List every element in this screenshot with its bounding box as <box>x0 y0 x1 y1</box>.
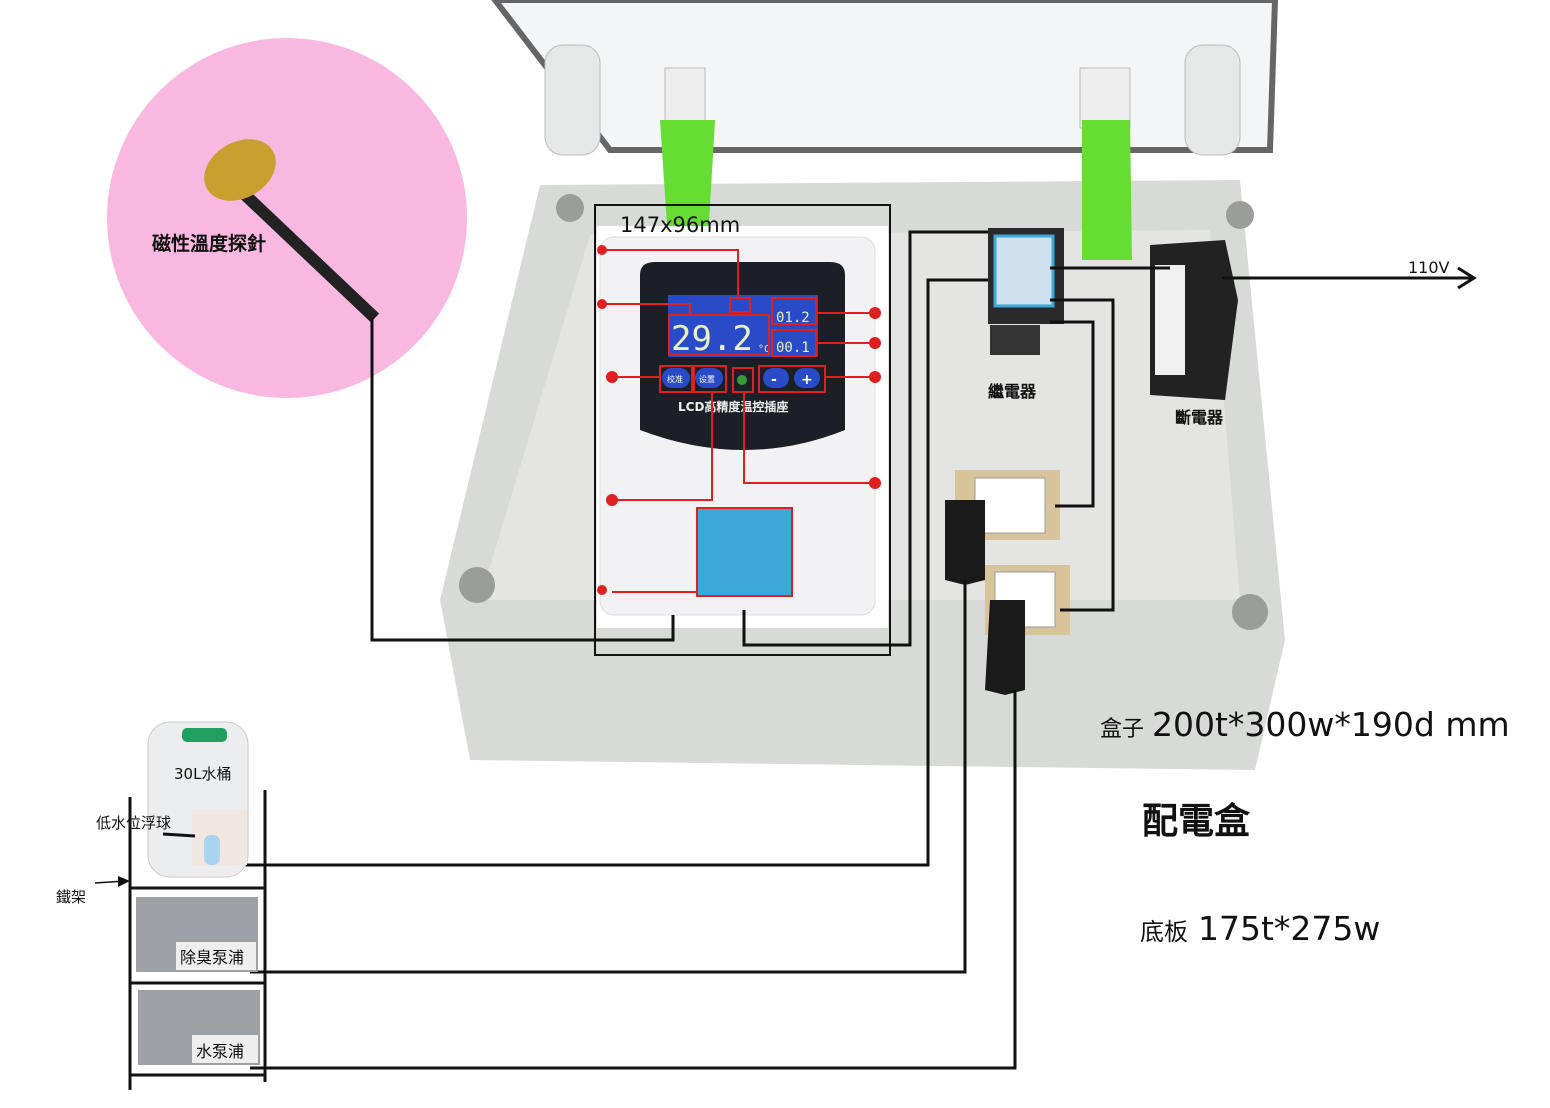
diagram-shape <box>612 392 713 501</box>
diagram-shape <box>182 728 227 742</box>
lcd-start-temp: 00.1 <box>776 340 810 356</box>
probe-label: 磁性溫度探針 <box>152 232 266 255</box>
controller-btn_plus: + <box>801 372 813 388</box>
diagram-shape <box>664 67 706 129</box>
diagram-shape <box>192 1035 258 1063</box>
output-socket <box>696 507 793 597</box>
diagram-shape <box>1226 201 1254 229</box>
diagram-shape <box>729 297 751 313</box>
controller-btn_set: 设置 <box>699 374 715 384</box>
diagram-shape <box>771 297 817 325</box>
wires <box>205 230 1115 1070</box>
lid-clip-left <box>660 67 715 240</box>
controller-size-label: 147x96mm <box>620 213 740 237</box>
diagram-shape <box>1232 594 1268 630</box>
lcd-screen <box>668 295 818 357</box>
base-size: 175t*275w <box>1198 909 1380 948</box>
diagram-shape <box>660 120 715 240</box>
temperature-controller: 29.2 °C 01.2 00.1 校准 设置 - + LCD高精度温控插座 <box>597 226 888 628</box>
diagram-shape <box>869 337 881 349</box>
diagram-shape <box>370 318 675 642</box>
diagram-shape <box>758 365 826 393</box>
diagram-shape <box>869 371 881 383</box>
enclosure-lid <box>491 0 1279 156</box>
diagram-shape <box>869 307 881 319</box>
status-led <box>737 375 747 385</box>
box-title: 配電盒 <box>1142 801 1251 842</box>
deodorant-pump-label: 除臭泵浦 <box>180 948 244 967</box>
water-pump-label: 水泵浦 <box>196 1042 244 1061</box>
rack-float: 低水位浮球 <box>96 814 171 832</box>
rack-frame: 鐵架 <box>56 888 86 906</box>
diagram-shape <box>250 690 1017 1070</box>
lid-clip-right <box>1079 67 1132 260</box>
calibrate-button <box>662 368 690 388</box>
probe-background <box>107 38 467 398</box>
plug-1 <box>945 500 985 585</box>
diagram-shape <box>743 392 875 484</box>
diagram-shape <box>1155 265 1185 375</box>
diagram-shape <box>491 0 1279 153</box>
power-label: 110V <box>1408 258 1450 277</box>
diagram-shape <box>668 314 770 356</box>
diagram-shape <box>459 567 495 603</box>
diagram-shape <box>869 477 881 489</box>
diagram-shape <box>597 299 607 309</box>
diagram-shape <box>993 234 1055 308</box>
lcd-unit: °C <box>758 344 770 355</box>
controller-btn_calibrate: 校准 <box>667 374 683 384</box>
plus-button <box>794 368 820 388</box>
diagram-shape <box>1050 298 1115 612</box>
diagram-shape <box>204 835 220 865</box>
probe-magnet-head <box>204 139 276 201</box>
temperature-probe: 磁性溫度探針 <box>107 38 467 398</box>
diagram-shape <box>162 832 196 838</box>
breaker-label: 斷電器 <box>1175 408 1224 427</box>
arrow-icon <box>118 876 130 887</box>
diagram-shape <box>597 245 607 255</box>
relay: 繼電器 <box>988 228 1064 401</box>
probe-rod <box>235 185 380 323</box>
diagram-shape <box>990 325 1040 355</box>
diagram-shape <box>176 942 256 970</box>
lcd-stop-temp: 01.2 <box>776 310 810 326</box>
diagram-shape <box>544 44 601 156</box>
diagram-shape <box>602 249 739 298</box>
diagram-shape <box>693 365 727 393</box>
diagram-shape <box>1184 44 1241 156</box>
diagram-shape <box>205 278 988 867</box>
diagram-shape <box>974 477 1046 534</box>
minus-button <box>763 368 789 388</box>
rack-tank: 30L水桶 <box>174 765 231 783</box>
lcd-main-temp: 29.2 <box>671 319 753 359</box>
plug-2 <box>985 600 1025 695</box>
diagram-shape <box>1050 320 1095 508</box>
relay-label: 繼電器 <box>988 382 1037 401</box>
diagram-shape <box>659 365 693 393</box>
controller-btn_minus: - <box>771 372 777 388</box>
box-base_prefix: 底板 <box>1140 918 1188 946</box>
breaker: 斷電器 <box>1150 240 1238 427</box>
box-size: 200t*300w*190d mm <box>1152 705 1510 744</box>
controller-size-frame <box>594 204 891 656</box>
annotation-markers <box>597 245 881 595</box>
diagram-shape <box>556 194 584 222</box>
diagram-shape <box>597 585 607 595</box>
diagram-shape <box>1082 120 1132 260</box>
diagram-shape <box>606 494 618 506</box>
diagram-shape <box>606 371 618 383</box>
diagram-shape <box>602 303 691 315</box>
controller-name: LCD高精度温控插座 <box>678 399 788 414</box>
diagram-shape <box>250 580 967 974</box>
box-prefix: 盒子 <box>1100 717 1144 742</box>
diagram-shape <box>742 230 988 647</box>
set-button <box>695 368 723 388</box>
arrow-icon <box>1457 266 1477 290</box>
diagram-shape <box>1079 67 1131 129</box>
rack: 30L水桶 低水位浮球 鐵架 除臭泵浦 水泵浦 <box>56 721 267 1090</box>
